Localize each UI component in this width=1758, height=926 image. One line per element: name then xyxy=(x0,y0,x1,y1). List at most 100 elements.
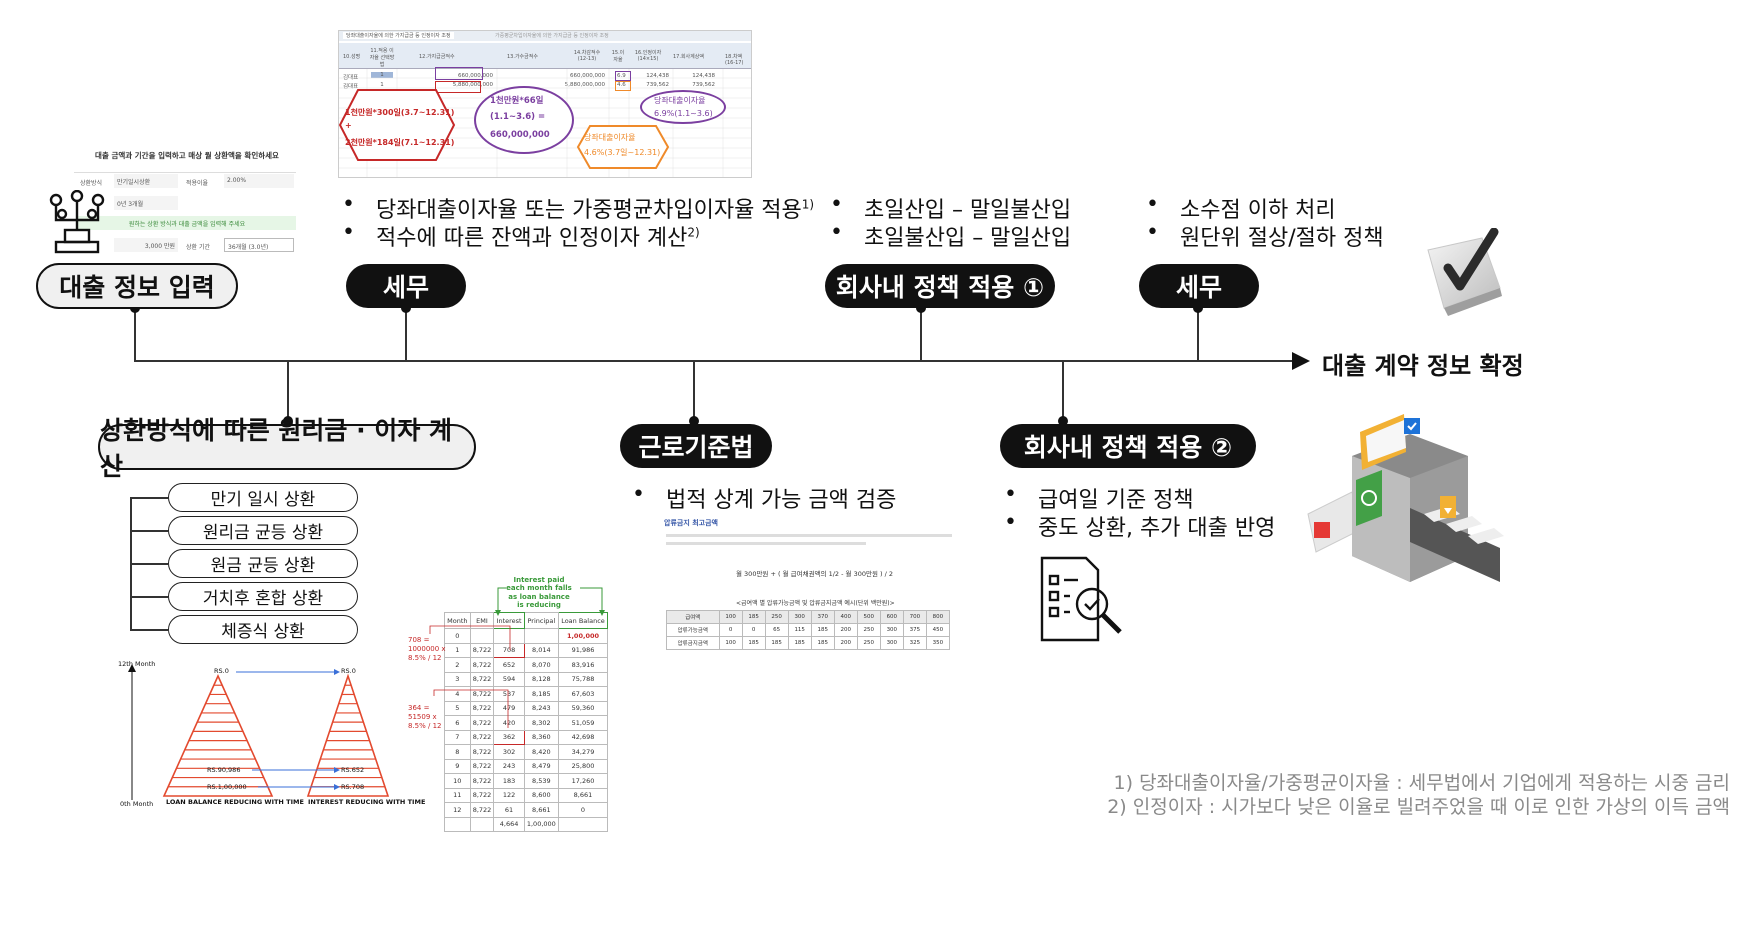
connector-policy-2 xyxy=(1062,361,1064,421)
labor-doc-heading: 압류금지 최고금액 xyxy=(664,519,718,527)
emi-total-cell: 1,00,000 xyxy=(523,816,559,832)
policy-2-bullet-1: 급여일 기준 정책 xyxy=(1004,482,1194,514)
step-loan-input: 대출 정보 입력 xyxy=(36,263,238,309)
pyramid-left-label-2: RS.1,00,000 xyxy=(207,783,247,791)
emi-cell: 8,185 xyxy=(523,686,559,702)
red-annotation-line-3: 2천만원*184일(7.1~12.31) xyxy=(345,138,455,147)
step-policy-2: 회사내 정책 적용 ② xyxy=(1000,424,1256,468)
tax-h-2: 12.가지급금적수 xyxy=(419,54,455,60)
tax-r1-c8: 739,562 xyxy=(692,82,715,88)
orange-annotation-line-1: 당좌대출이자율 xyxy=(584,133,636,142)
emi-cell: 8,302 xyxy=(523,715,559,731)
tax-r1-c1: 1 xyxy=(380,82,384,88)
connector-repay-calc xyxy=(287,361,289,421)
method-branch xyxy=(130,596,168,598)
emi-cell: 8 xyxy=(444,744,471,760)
pyramid-left-caption: LOAN BALANCE REDUCING WITH TIME xyxy=(166,798,304,806)
labor-cell: 65 xyxy=(764,623,789,637)
emi-cell: 83,916 xyxy=(557,657,609,673)
tax-r0-c2: 660,000,000 xyxy=(458,73,493,79)
emi-cell: 59,360 xyxy=(557,700,609,716)
pyramid-left-label-0: RS.0 xyxy=(214,667,229,675)
loan-form-input-1: 2.00% xyxy=(224,174,294,188)
tax-highlight-rate-orange xyxy=(615,81,631,91)
emi-cell: 8,722 xyxy=(469,758,495,774)
node-labor-law xyxy=(689,416,699,426)
step-labor-law: 근로기준법 xyxy=(620,424,772,468)
footnote-2: 2) 인정이자 : 시가보다 낮은 이율로 빌려주었을 때 이로 인한 가상의 … xyxy=(1107,796,1730,818)
emi-cell: 243 xyxy=(493,758,525,774)
step-tax-2: 세무 xyxy=(1139,264,1259,308)
footnote-1: 1) 당좌대출이자율/가중평균이자율 : 세무법에서 기업에게 적용하는 시중 … xyxy=(1113,772,1730,794)
emi-side-arrows xyxy=(429,625,511,728)
labor-cell: 250 xyxy=(764,610,789,624)
emi-cell: 479 xyxy=(493,700,525,716)
labor-cell: 600 xyxy=(879,610,904,624)
emi-cell xyxy=(523,628,559,644)
tax-table-tab-1[interactable]: 가중평균차입이자율에 의한 가지급금 등 인정이자 조정 xyxy=(495,33,609,39)
policy-1-bullet-2: 초일불산입 – 말일산입 xyxy=(830,220,1071,252)
labor-cell: 300 xyxy=(787,610,812,624)
timeline-main-line xyxy=(134,360,1300,362)
tax-highlight-red-box xyxy=(435,81,481,93)
emi-cell: 8,722 xyxy=(469,802,495,818)
step-repay-calc: 상환방식에 따른 원리금 · 이자 계산 xyxy=(98,416,476,481)
emi-cell: 67,603 xyxy=(557,686,609,702)
tax-table-header-row xyxy=(339,43,751,69)
tax-h-6: 16.인정이자 (14×15) xyxy=(634,50,662,62)
method-branch xyxy=(130,629,168,631)
emi-cell: 8,014 xyxy=(523,642,559,658)
emi-cell: 0 xyxy=(557,802,609,818)
step-tax-1: 세무 xyxy=(346,264,466,308)
loan-form-label-4: 상환 기간 xyxy=(186,244,210,251)
loan-form-input-4: 36개월 (3.0년) xyxy=(224,238,294,252)
labor-cell: 200 xyxy=(833,636,858,650)
emi-cell: 91,986 xyxy=(557,642,609,658)
labor-cell: 100 xyxy=(718,636,743,650)
node-repay-calc xyxy=(283,416,293,426)
tax-2-bullet-2: 원단위 절상/절하 정책 xyxy=(1146,220,1383,252)
loan-form-row xyxy=(74,172,296,190)
method-equal-installment: 원리금 균등 상환 xyxy=(168,516,358,545)
tax-highlight-rate-purple xyxy=(615,71,631,81)
node-policy-2 xyxy=(1058,416,1068,426)
purple-calc-line-2: (1.1~3.6) = xyxy=(490,112,546,122)
emi-cell: 75,788 xyxy=(557,671,609,687)
emi-cell: 17,260 xyxy=(557,773,609,789)
labor-cell: 325 xyxy=(902,636,927,650)
purple-rate-line-2: 6.9%(1.1~3.6) xyxy=(654,109,713,118)
loan-form-input-2: 0년 3개월 xyxy=(114,196,178,210)
connector-labor-law xyxy=(693,361,695,421)
labor-cell: 0 xyxy=(741,623,766,637)
emi-cell: 61 xyxy=(493,802,525,818)
emi-total-cell xyxy=(444,816,471,832)
emi-cell: 8,722 xyxy=(469,729,495,745)
loan-form-label-0: 상환방식 xyxy=(80,180,103,187)
tax-1-bullet-1: 당좌대출이자율 또는 가중평균차입이자율 적용1) xyxy=(342,192,814,224)
connector-loan-input xyxy=(134,308,136,361)
loan-input-icon xyxy=(49,190,105,254)
emi-total-cell: 4,664 xyxy=(493,816,525,832)
labor-doc-formula: 월 300만원 + ( 월 급여채권액의 1/2 - 월 300만원 ) / 2 xyxy=(736,570,893,578)
tax-1-bullet-2: 적수에 따른 잔액과 인정이자 계산2) xyxy=(342,220,700,252)
tax-h-4: 14.차감적수 (12-13) xyxy=(573,50,601,62)
pyramid-arrowhead-bottom xyxy=(334,784,340,790)
tax-r0-c5: 6.9 xyxy=(617,73,626,79)
emi-cell: 8,661 xyxy=(523,802,559,818)
step-policy-1: 회사내 정책 적용 ① xyxy=(825,264,1055,308)
tax-table-tab-0[interactable]: 당좌대출이자율에 의한 가지급금 등 인정이자 조정 xyxy=(343,32,454,39)
emi-cell: 7 xyxy=(444,729,471,745)
labor-cell: 300 xyxy=(879,623,904,637)
tax-r0-c8: 124,438 xyxy=(692,73,715,79)
purple-rate-line-1: 당좌대출이자율 xyxy=(654,96,706,105)
emi-h-balance: Loan Balance xyxy=(557,612,609,629)
labor-cell: 400 xyxy=(833,610,858,624)
end-label: 대출 계약 정보 확정 xyxy=(1322,352,1524,380)
red-annotation-line-1: 1천만원*300일(3.7~12.31) xyxy=(345,108,455,117)
emi-cell: 8,070 xyxy=(523,657,559,673)
